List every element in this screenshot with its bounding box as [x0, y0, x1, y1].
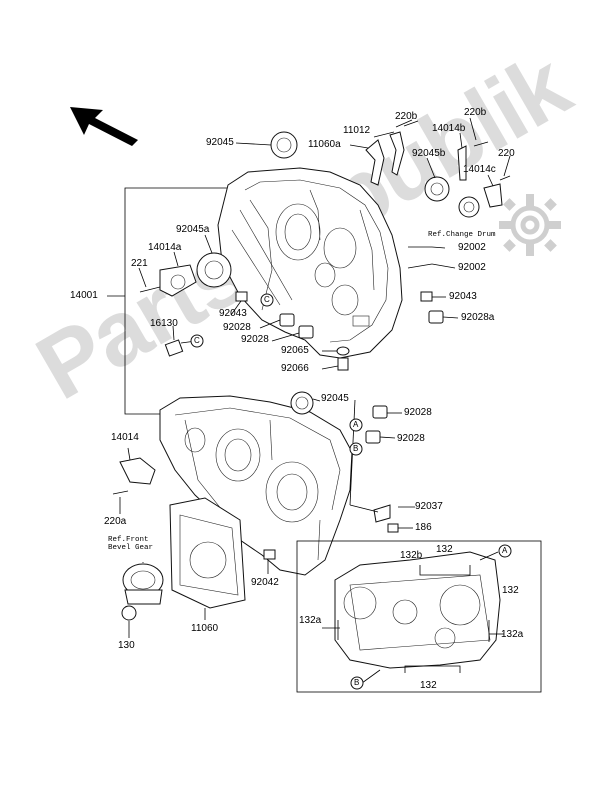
inset-crankcase-bottom [334, 551, 501, 669]
part-label-92043-right: 92043 [449, 291, 477, 302]
dowel-pins [235, 291, 444, 560]
part-label-11060: 11060 [191, 623, 219, 634]
part-label-92045-top: 92045 [206, 137, 234, 148]
part-label-132-right: 132 [502, 585, 519, 596]
part-label-92066: 92066 [281, 363, 309, 374]
callout-markers [190, 293, 512, 690]
callout-b-inset: B [354, 678, 360, 687]
part-label-14014: 14014 [111, 432, 139, 443]
part-label-92043-left: 92043 [219, 308, 247, 319]
part-label-132-bottom: 132 [420, 680, 437, 691]
part-label-92045-mid: 92045 [321, 393, 349, 404]
part-label-11060a: 11060a [308, 139, 341, 150]
part-label-92002-a: 92002 [458, 242, 486, 253]
part-label-14014a: 14014a [148, 242, 182, 253]
part-label-132-top: 132 [436, 544, 453, 555]
plate-14014a [159, 264, 197, 297]
inset-box [296, 540, 542, 693]
part-label-130: 130 [118, 640, 135, 651]
part-label-92065: 92065 [281, 345, 309, 356]
part-label-186: 186 [415, 522, 432, 533]
part-label-14014b: 14014b [432, 123, 466, 134]
part-label-92042: 92042 [251, 577, 279, 588]
callout-c-sensor: C [194, 336, 200, 345]
part-label-220: 220 [498, 148, 515, 159]
part-label-92002-b: 92002 [458, 262, 486, 273]
part-label-92037: 92037 [415, 501, 443, 512]
cover-14014 [119, 457, 156, 485]
part-label-14014c: 14014c [463, 164, 496, 175]
part-label-92028-a: 92028 [404, 407, 432, 418]
part-label-92028-mid: 92028 [241, 334, 269, 345]
lower-crankcase [159, 395, 353, 576]
callout-a-inset: A [502, 546, 508, 555]
callout-b: B [353, 444, 359, 453]
upper-crankcase [217, 167, 403, 359]
ref-front-bevel-gear: Ref.Front Bevel Gear [108, 536, 154, 552]
gear-icon [499, 194, 561, 256]
gasket-11060 [169, 497, 246, 609]
part-label-220b-right: 220b [464, 107, 487, 118]
part-label-14001: 14001 [70, 290, 98, 301]
part-label-132a-right: 132a [501, 629, 524, 640]
part-label-92028a: 92028a [461, 312, 495, 323]
callout-c-case: C [264, 295, 270, 304]
part-label-92045b: 92045b [412, 148, 446, 159]
part-label-220b: 220b [395, 111, 418, 122]
part-label-221: 221 [131, 258, 148, 269]
part-label-16130: 16130 [150, 318, 178, 329]
part-label-92045a: 92045a [176, 224, 210, 235]
bearings [196, 131, 480, 415]
part-label-220a: 220a [104, 516, 127, 527]
direction-arrow-icon [70, 107, 138, 146]
part-label-92028-b: 92028 [397, 433, 425, 444]
callout-a: A [353, 420, 359, 429]
ref-change-drum: Ref.Change Drum [428, 231, 496, 239]
part-label-132b: 132b [400, 550, 423, 561]
part-label-132a-left: 132a [299, 615, 322, 626]
part-label-92028-left: 92028 [223, 322, 251, 333]
assembly-bracket-14001 [124, 187, 228, 415]
part-label-11012: 11012 [343, 125, 371, 136]
